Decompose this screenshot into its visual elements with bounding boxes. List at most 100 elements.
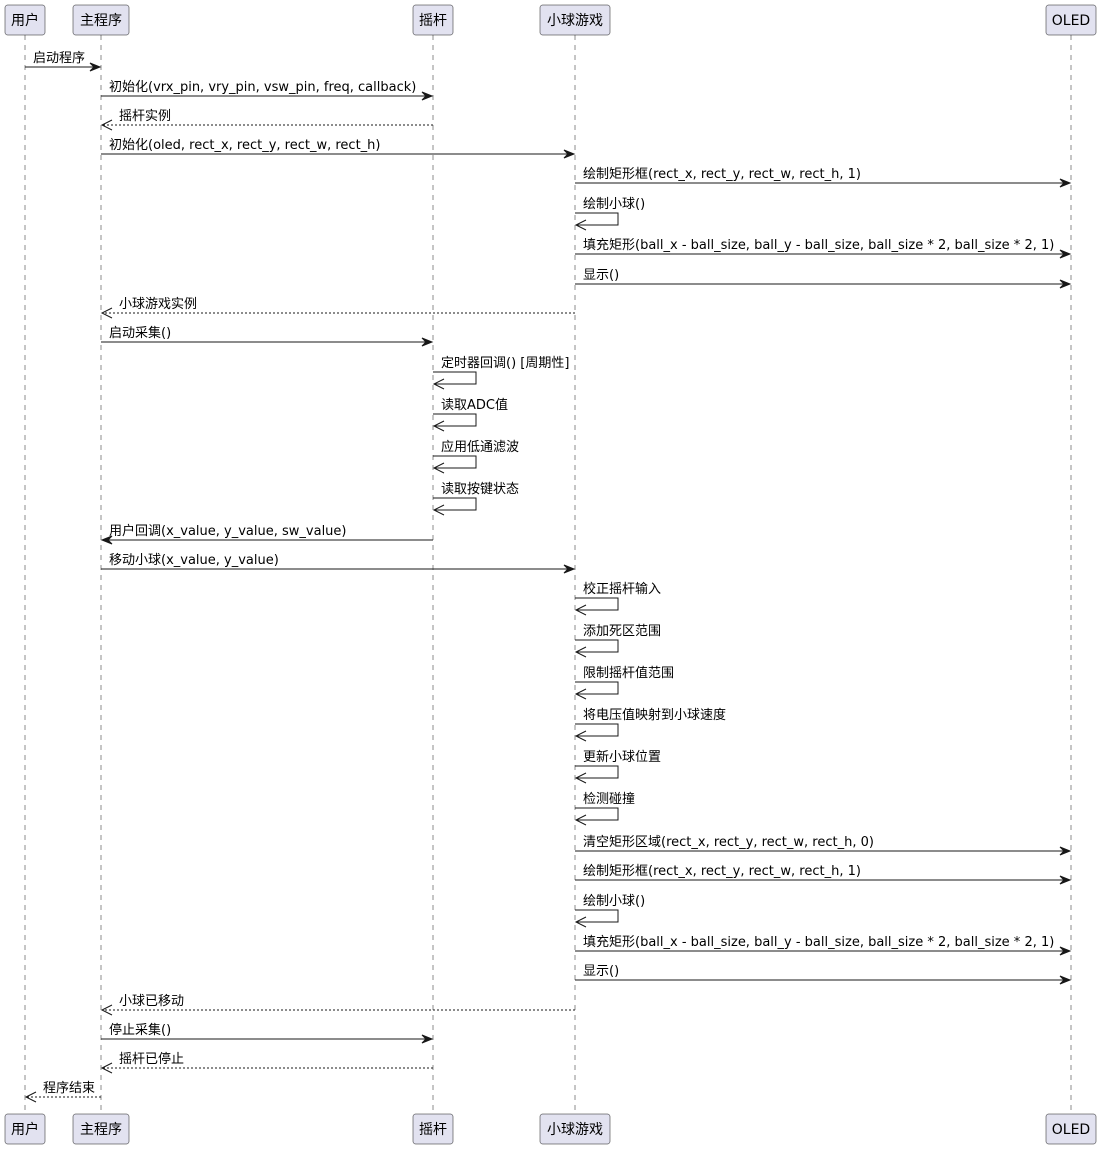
message-label: 定时器回调() [周期性] <box>441 356 569 371</box>
message-label: 显示() <box>583 268 619 283</box>
arrow-head <box>574 646 587 658</box>
participant-box <box>1045 1113 1097 1145</box>
self-call-line <box>575 807 619 821</box>
message-label: 摇杆已停止 <box>119 1051 184 1067</box>
message-label: 填充矩形(ball_x - ball_size, ball_y - ball_s… <box>583 934 1054 950</box>
participant-box <box>539 1113 611 1145</box>
message-self: 读取ADC值 <box>432 397 508 432</box>
message-label: 用户回调(x_value, y_value, sw_value) <box>109 523 347 539</box>
lifelines <box>24 35 1072 1114</box>
participant-label: 用户 <box>11 12 39 29</box>
arrow-head <box>563 149 576 159</box>
arrow-head <box>574 814 587 826</box>
message-self: 限制摇杆值范围 <box>574 665 674 700</box>
message-label: 清空矩形区域(rect_x, rect_y, rect_w, rect_h, 0… <box>583 835 874 850</box>
self-call-line <box>575 681 619 695</box>
arrow-head <box>1059 279 1072 289</box>
arrow-head <box>432 462 445 474</box>
arrow-head <box>574 688 587 700</box>
message-self: 将电压值映射到小球速度 <box>574 707 726 742</box>
participant-oled-top: OLED <box>1045 4 1097 36</box>
arrow-head <box>421 1034 434 1044</box>
message-label: 小球已移动 <box>119 994 184 1009</box>
message-label: 移动小球(x_value, y_value) <box>109 553 279 568</box>
self-call-line <box>433 497 477 511</box>
message-self: 添加死区范围 <box>574 624 661 658</box>
participant-label: 小球游戏 <box>547 1122 603 1138</box>
message-sync: 填充矩形(ball_x - ball_size, ball_y - ball_s… <box>575 934 1072 956</box>
participant-main-top: 主程序 <box>72 4 130 36</box>
message-label: 添加死区范围 <box>583 624 661 639</box>
arrow-head <box>563 564 576 574</box>
arrow-head <box>1059 178 1072 188</box>
participant-label: OLED <box>1052 13 1090 29</box>
message-self: 校正摇杆输入 <box>574 581 661 616</box>
message-label: 填充矩形(ball_x - ball_size, ball_y - ball_s… <box>583 237 1054 253</box>
message-sync: 移动小球(x_value, y_value) <box>101 553 576 574</box>
message-label: 启动程序 <box>33 51 85 66</box>
message-self: 绘制小球() <box>574 197 645 231</box>
self-call-line <box>433 371 477 385</box>
arrow-head <box>100 535 113 545</box>
participant-label: 主程序 <box>80 13 122 29</box>
participant-game-bottom: 小球游戏 <box>539 1113 611 1145</box>
message-sync: 绘制矩形框(rect_x, rect_y, rect_w, rect_h, 1) <box>575 167 1072 188</box>
arrow-head <box>100 307 113 319</box>
arrow-head <box>432 420 445 432</box>
message-sync: 初始化(oled, rect_x, rect_y, rect_w, rect_h… <box>101 138 576 159</box>
message-sync: 启动采集() <box>101 325 434 347</box>
participant-box <box>412 4 454 36</box>
participants-top: 用户 主程序 摇杆 小球游戏 OLED <box>4 4 1097 36</box>
message-label: 限制摇杆值范围 <box>583 665 674 681</box>
participant-oled-bottom: OLED <box>1045 1113 1097 1145</box>
message-label: 初始化(vrx_pin, vry_pin, vsw_pin, freq, cal… <box>109 80 416 95</box>
message-sync: 显示() <box>575 964 1072 985</box>
message-label: 初始化(oled, rect_x, rect_y, rect_w, rect_h… <box>109 138 380 153</box>
arrow-head <box>421 337 434 347</box>
self-call-line <box>433 413 477 427</box>
arrow-head <box>89 62 102 72</box>
participant-label: 小球游戏 <box>547 13 603 29</box>
participant-box <box>4 1113 46 1145</box>
participant-label: 摇杆 <box>419 1122 447 1138</box>
participant-joystick-bottom: 摇杆 <box>412 1113 454 1145</box>
arrow-head <box>1059 946 1072 956</box>
message-label: 读取ADC值 <box>441 397 508 413</box>
arrow-head <box>574 730 587 742</box>
arrow-head <box>24 1091 37 1103</box>
participant-user-top: 用户 <box>4 4 46 36</box>
participant-box <box>1045 4 1097 36</box>
arrow-head <box>574 772 587 784</box>
participant-box <box>412 1113 454 1145</box>
participant-game-top: 小球游戏 <box>539 4 611 36</box>
message-label: 应用低通滤波 <box>441 439 519 455</box>
participant-label: 摇杆 <box>419 13 447 29</box>
message-label: 停止采集() <box>109 1022 171 1038</box>
participant-joystick-top: 摇杆 <box>412 4 454 36</box>
self-call-line <box>575 723 619 737</box>
message-sync: 填充矩形(ball_x - ball_size, ball_y - ball_s… <box>575 237 1072 259</box>
message-label: 小球游戏实例 <box>119 297 197 312</box>
message-sync: 初始化(vrx_pin, vry_pin, vsw_pin, freq, cal… <box>101 80 434 101</box>
self-call-line <box>575 765 619 779</box>
message-self: 更新小球位置 <box>574 749 661 784</box>
message-reply: 摇杆实例 <box>100 109 433 131</box>
message-sync: 清空矩形区域(rect_x, rect_y, rect_w, rect_h, 0… <box>575 835 1072 856</box>
arrow-head <box>100 1004 113 1016</box>
arrow-head <box>1059 975 1072 985</box>
message-label: 摇杆实例 <box>119 109 171 124</box>
message-label: 绘制矩形框(rect_x, rect_y, rect_w, rect_h, 1) <box>583 167 861 182</box>
arrow-head <box>1059 846 1072 856</box>
self-call-line <box>575 639 619 653</box>
arrow-head <box>432 504 445 516</box>
participant-label: 用户 <box>11 1121 39 1138</box>
message-label: 将电压值映射到小球速度 <box>583 707 726 723</box>
participant-user-bottom: 用户 <box>4 1113 46 1145</box>
message-label: 更新小球位置 <box>583 749 661 765</box>
self-call-line <box>433 455 477 469</box>
message-label: 程序结束 <box>43 1081 95 1096</box>
message-sync: 绘制矩形框(rect_x, rect_y, rect_w, rect_h, 1) <box>575 864 1072 885</box>
message-label: 绘制小球() <box>583 894 645 909</box>
